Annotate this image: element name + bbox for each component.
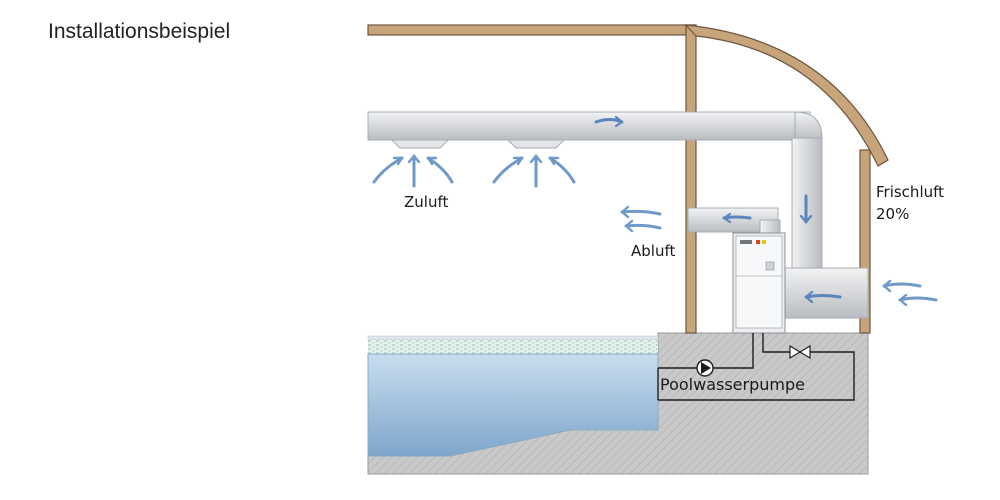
airflow-arrows [372, 115, 938, 307]
pool-water-piping [657, 333, 855, 401]
exhaust-air-label: Abluft [631, 242, 675, 260]
valve-icon [789, 344, 811, 360]
supply-duct [367, 111, 823, 271]
pool-pump-icon [696, 359, 714, 377]
page-title: Installationsbeispiel [48, 20, 231, 43]
exhaust-duct [687, 207, 781, 235]
fresh-air-label: Frischluft [876, 183, 944, 201]
building-wall [367, 24, 889, 334]
dehumidifier-unit [732, 232, 786, 334]
fresh-air-duct [779, 267, 869, 319]
pool [367, 335, 659, 457]
fresh-air-percent-label: 20% [876, 205, 909, 223]
pool-pump-label: Poolwasserpumpe [660, 375, 805, 394]
supply-air-label: Zuluft [404, 193, 448, 211]
